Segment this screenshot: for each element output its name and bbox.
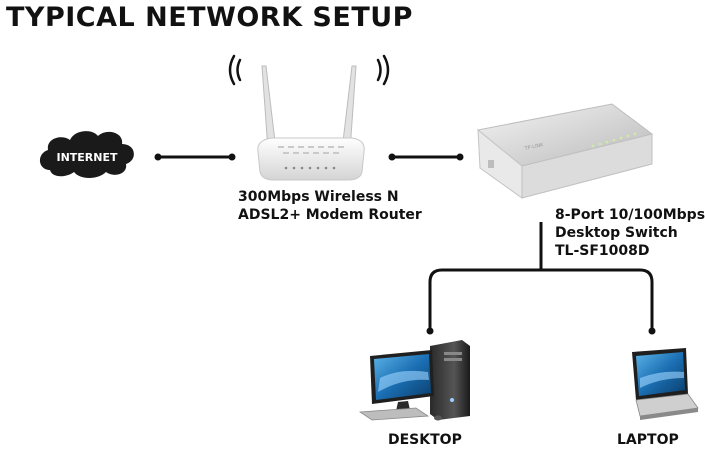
router-icon: [257, 65, 365, 181]
internet-label: INTERNET: [56, 151, 118, 164]
switch-label: 8-Port 10/100Mbps Desktop Switch TL-SF10…: [555, 206, 705, 260]
switch-brand-label: TP-LINK: [523, 142, 545, 152]
link-internet-router: [154, 153, 236, 161]
laptop-label: LAPTOP: [617, 432, 679, 448]
switch-label-line3: TL-SF1008D: [555, 243, 650, 259]
switch-label-line2: Desktop Switch: [555, 225, 678, 241]
switch-icon: [476, 103, 654, 199]
internet-cloud-icon: [39, 131, 134, 178]
router-label-line1: 300Mbps Wireless N: [238, 189, 399, 205]
page-title: TYPICAL NETWORK SETUP: [6, 2, 413, 33]
switch-label-line1: 8-Port 10/100Mbps: [555, 207, 705, 223]
router-label: 300Mbps Wireless N ADSL2+ Modem Router: [238, 188, 422, 224]
router-label-line2: ADSL2+ Modem Router: [238, 207, 422, 223]
desktop-computer-icon: [358, 340, 470, 421]
laptop-icon: [632, 348, 699, 420]
wifi-signal-icon: [228, 54, 390, 86]
desktop-label: DESKTOP: [388, 432, 462, 448]
link-router-switch: [388, 153, 464, 161]
link-switch-devices: [428, 222, 654, 330]
